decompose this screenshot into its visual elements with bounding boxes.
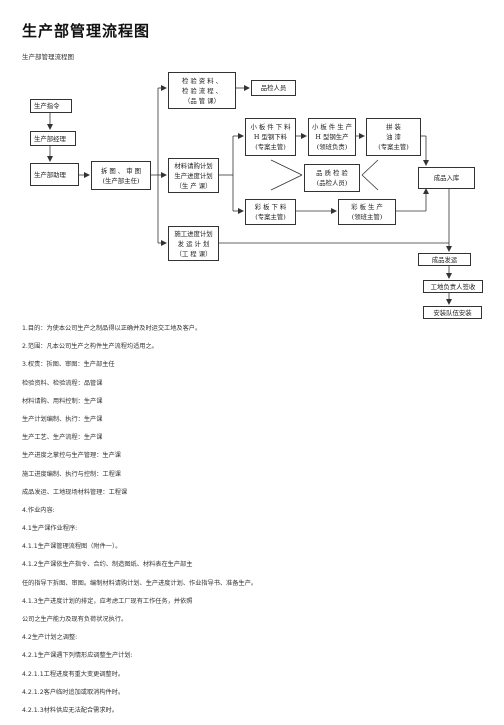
small-plate-production-box: 小 板 件 生 产 H 型钢生产 (领班负责)	[308, 118, 356, 156]
install-team-box: 安装队伍安装	[423, 306, 482, 319]
spray-paint-box: 拼 装 油 漆 (专案主管)	[366, 118, 421, 156]
body-line: 生产进度之掌控与生产管理：生产课	[22, 452, 121, 460]
qc-staff-box: 品检人员	[251, 80, 296, 96]
body-line: 4.作业内容:	[22, 506, 55, 514]
body-line: 4.1.2生产课依生产指令、合约、制造图纸、材料表在生产部主	[22, 561, 193, 569]
body-line: 生产计划编制、执行：生产课	[22, 415, 103, 423]
production-assistant-box: 生产部助理	[30, 163, 79, 186]
production-manager-box: 生产部经理	[30, 131, 76, 146]
body-line: 施工进度编制、执行与控制：工程课	[22, 470, 121, 478]
page-title: 生产部管理流程图	[22, 22, 151, 40]
body-line: 4.2.1.3材料供应无法配合需求时。	[22, 706, 118, 714]
flowchart: 生产指令 生产部经理 生产部助理 拆 图 、 审 图 (生产部主任) 检 验 资…	[0, 0, 504, 330]
body-line: 任的指导下拆图、审图。编制材料请购计划、生产进度计划、作业指导书、准备生产。	[22, 579, 258, 587]
flowchart-connectors	[47, 85, 452, 305]
body-line: 生产工艺、生产流程：生产课	[22, 434, 103, 442]
color-plate-cutting-box: 彩 板 下 料 (专案主管)	[245, 199, 296, 225]
body-line: 4.2.1.1工程进度有重大变更调整时。	[22, 670, 125, 678]
finished-storage-box: 成品入库	[418, 167, 475, 189]
small-plate-cutting-box: 小 板 件 下 料 H 型钢下料 (专案主管)	[245, 118, 296, 156]
body-line: 4.2.1生产课遇下列情形应调整生产计划:	[22, 652, 133, 660]
drawing-review-box: 拆 图 、 审 图 (生产部主任)	[91, 161, 151, 190]
body-line: 2.范围：凡本公司生产之构件生产流程均适用之。	[22, 343, 158, 351]
body-line: 4.2生产计划之调整:	[22, 634, 78, 642]
quality-check-box: 品 质 检 验 (品检人员)	[304, 164, 360, 192]
body-line: 1.目的：为使本公司生产之制品得以正确并及时运交工地及客户。	[22, 325, 202, 332]
body-line: 4.2.1.2客户临时追加或取消构件时。	[22, 688, 125, 696]
body-line: 材料请购、用料控制：生产课	[22, 397, 103, 405]
body-text: 1.目的：为使本公司生产之制品得以正确并及时运交工地及客户。 2.范围：凡本公司…	[22, 325, 492, 725]
body-line: 4.1.3生产进度计划的排定，应考虑工厂现有工作任务，并依照	[22, 597, 193, 605]
color-plate-production-box: 彩 板 生 产 (领班主管)	[338, 199, 396, 225]
production-order-box: 生产指令	[30, 99, 72, 113]
page-subtitle: 生产部管理流程图	[22, 53, 74, 61]
body-line: 成品发运、工地现场材料管理：工程课	[22, 488, 128, 496]
site-signoff-box: 工地负责人签收	[423, 280, 483, 293]
body-line: 检验资料、检验流程：品管课	[22, 379, 103, 387]
body-line: 3.权责：拆图、审图：生产部主任	[22, 361, 115, 369]
body-line: 4.1生产课作业程序:	[22, 525, 78, 533]
body-line: 4.1.1生产课管理流程图（附件一）。	[22, 543, 122, 551]
material-plan-box: 材料请购计划 生产进度计划 （生 产 课）	[168, 158, 219, 193]
body-line: 公司之生产能力及现有负荷状况执行。	[22, 616, 128, 623]
finished-shipping-box: 成品发运	[418, 253, 471, 266]
construction-plan-box: 施工进度计划 发 运 计 划 （工 程 课）	[168, 226, 219, 261]
inspection-docs-box: 检 验 资 料 、 检 验 流 程 、 （品 管 课）	[168, 72, 236, 109]
